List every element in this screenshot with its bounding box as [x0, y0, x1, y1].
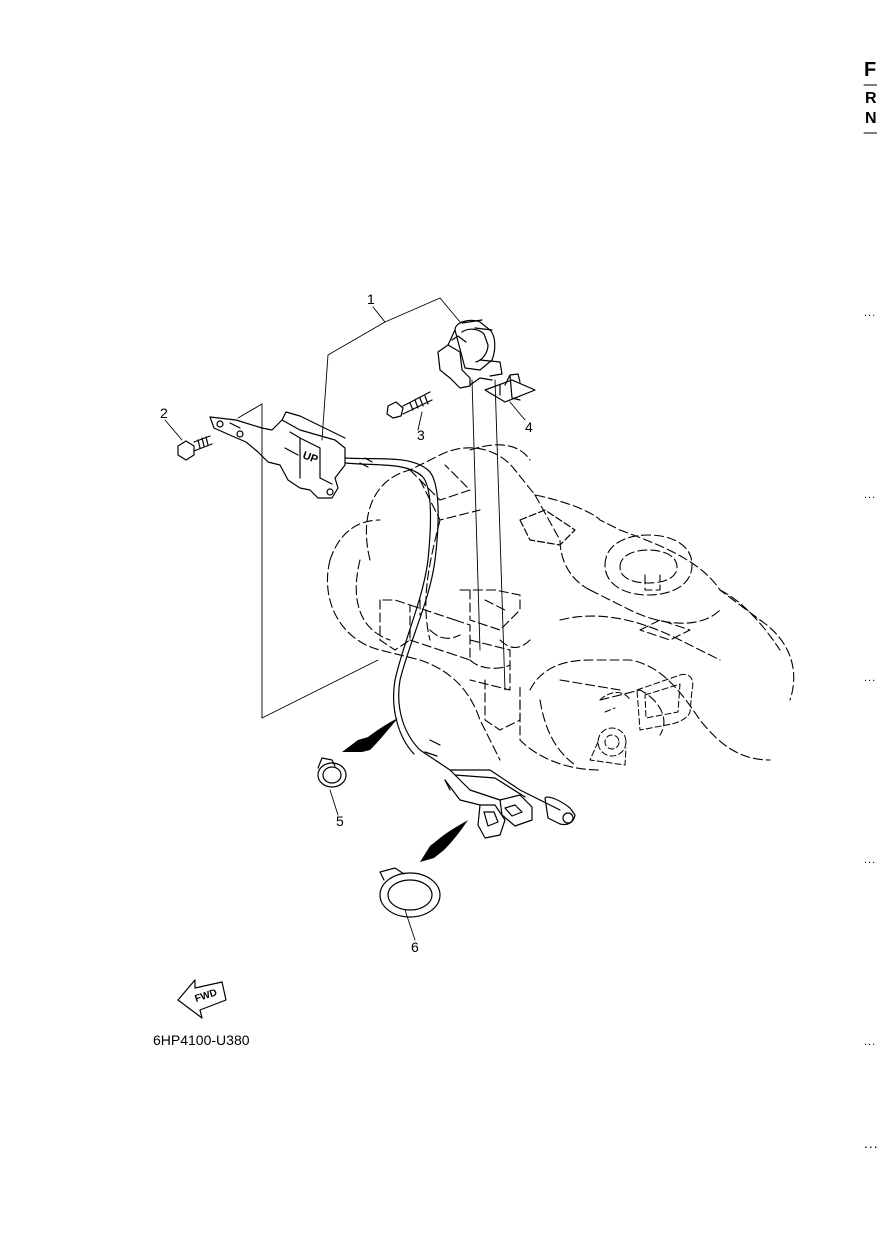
edge-dash-5: ...: [864, 1036, 877, 1048]
wire-harness: [344, 457, 576, 839]
part-2-screw: [177, 435, 213, 461]
edge-letter-f: F: [864, 59, 877, 81]
fwd-arrow: [177, 979, 227, 1019]
callout-5: 5: [336, 813, 344, 829]
part-5-clamp: [317, 757, 347, 788]
part-6-band-clamp: [379, 867, 441, 918]
part-4-pin: [484, 373, 536, 403]
fwd-mark: FWD: [194, 987, 219, 1005]
engine-details: [589, 673, 694, 766]
engine-bracket-outline: [326, 444, 795, 771]
callout-leaders: [164, 297, 526, 941]
diagram-code: 6HP4100-U380: [153, 1032, 250, 1048]
direction-arrows: [342, 718, 468, 862]
callout-6: 6: [411, 939, 419, 955]
sensor-bracket: [209, 411, 346, 499]
edge-dash-1: ...: [864, 307, 877, 319]
edge-dash-4: ...: [864, 854, 877, 866]
plate-outline: [519, 509, 576, 546]
edge-letter-r: R: [865, 90, 877, 107]
callout-1: 1: [367, 291, 375, 307]
edge-dash-6: ...: [864, 1135, 877, 1151]
callout-4: 4: [525, 419, 533, 435]
edge-dash-3: ...: [864, 672, 877, 684]
part-3-bolt: [386, 391, 433, 419]
trim-sensor-switch: [437, 319, 503, 389]
edge-rules: [863, 84, 877, 134]
edge-letter-n: N: [865, 110, 877, 127]
callout-3: 3: [417, 427, 425, 443]
up-mark: UP: [301, 450, 319, 467]
callout-2: 2: [160, 405, 168, 421]
edge-dash-2: ...: [864, 489, 877, 501]
alignment-lines: [237, 379, 506, 719]
